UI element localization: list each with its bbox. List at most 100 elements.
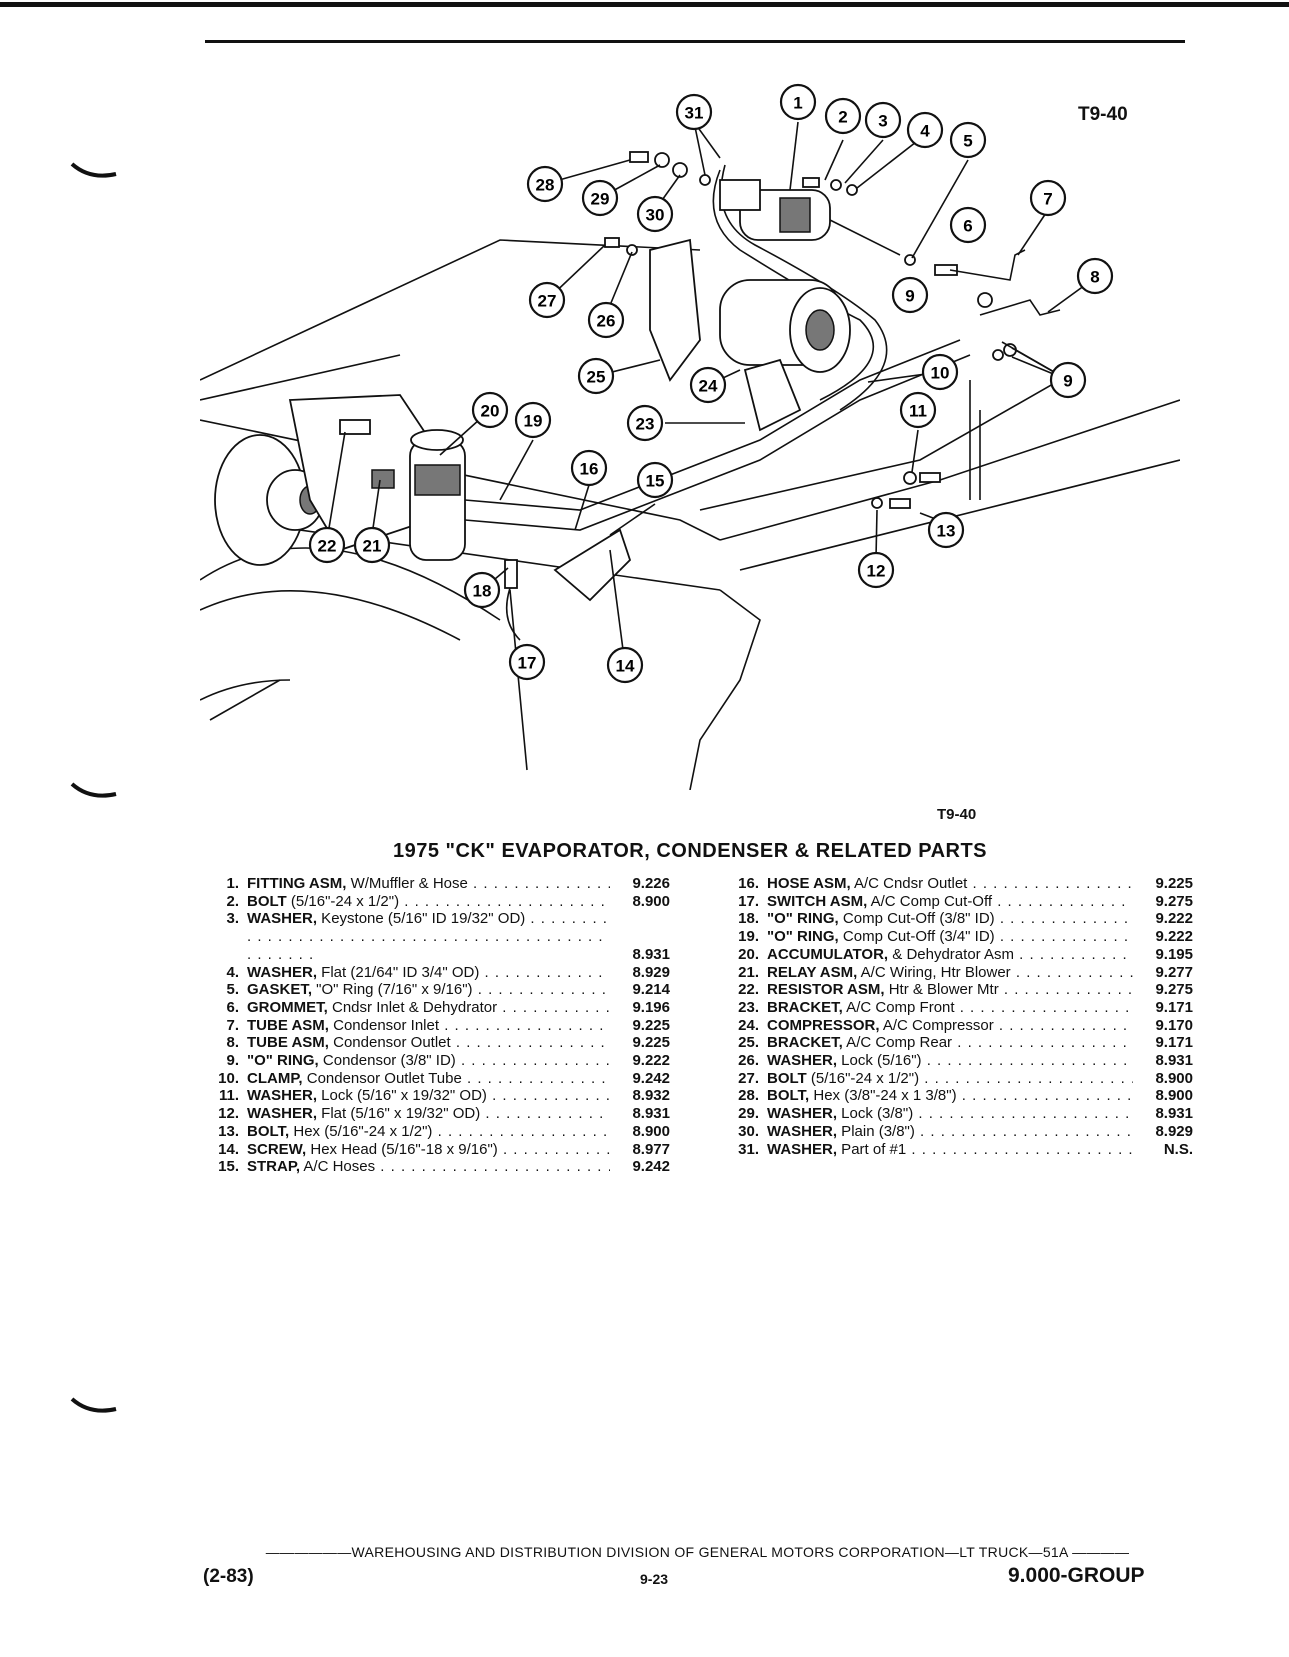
rear-bracket bbox=[649, 238, 701, 382]
callout-1: 1 bbox=[779, 83, 817, 121]
callout-19: 19 bbox=[514, 401, 552, 439]
part-name: "O" RING, bbox=[767, 910, 839, 928]
part-description: WASHER, Flat (21/64" ID 3/4" OD) bbox=[247, 964, 610, 982]
cutoff-switch bbox=[504, 559, 518, 589]
part-row: 24.COMPRESSOR, A/C Compressor9.170 bbox=[715, 1017, 1193, 1035]
callout-label: 4 bbox=[920, 122, 930, 141]
part-group-number: 9.277 bbox=[1155, 963, 1193, 981]
part-description: RESISTOR ASM, Htr & Blower Mtr bbox=[767, 981, 1133, 999]
dot-leader bbox=[473, 981, 610, 998]
part-group-number: 9.171 bbox=[1155, 998, 1193, 1016]
part-number: 25. bbox=[738, 1034, 759, 1052]
part-number: 24. bbox=[738, 1016, 759, 1034]
part-name: SCREW, bbox=[247, 1140, 307, 1158]
part-row: 17.SWITCH ASM, A/C Comp Cut-Off9.275 bbox=[715, 893, 1193, 911]
part-row: 30.WASHER, Plain (3/8")8.929 bbox=[715, 1123, 1193, 1141]
part-name: BOLT bbox=[247, 892, 287, 910]
callout-5: 5 bbox=[949, 121, 987, 159]
callout-14: 14 bbox=[606, 646, 644, 684]
dot-leader bbox=[498, 1141, 610, 1158]
part-number: 15. bbox=[218, 1158, 239, 1176]
accumulator bbox=[409, 429, 466, 561]
part-description: BOLT, Hex (3/8"-24 x 1 3/8") bbox=[767, 1087, 1133, 1105]
part-number: 22. bbox=[738, 981, 759, 999]
callout-9: 9 bbox=[1049, 361, 1087, 399]
part-name: ACCUMULATOR, bbox=[767, 945, 889, 963]
part-number: 21. bbox=[738, 963, 759, 981]
dot-leader bbox=[468, 875, 610, 892]
figure-id-caption: T9-40 bbox=[937, 806, 977, 823]
dot-leader bbox=[462, 1070, 610, 1087]
part-row: 1.FITTING ASM, W/Muffler & Hose9.226 bbox=[195, 875, 670, 893]
part-group-number: 9.226 bbox=[632, 875, 670, 892]
part-row: 13.BOLT, Hex (5/16"-24 x 1/2")8.900 bbox=[195, 1123, 670, 1141]
part-group-number: 9.225 bbox=[632, 1034, 670, 1052]
part-row: 12.WASHER, Flat (5/16" x 19/32" OD)8.931 bbox=[195, 1105, 670, 1123]
dot-leader bbox=[451, 1034, 610, 1051]
blower-housing bbox=[288, 394, 431, 552]
part-description: BOLT, Hex (5/16"-24 x 1/2") bbox=[247, 1123, 610, 1141]
part-group-number: 8.900 bbox=[1155, 1087, 1193, 1105]
callout-24: 24 bbox=[689, 366, 727, 404]
callout-label: 3 bbox=[878, 112, 887, 131]
callout-9: 9 bbox=[891, 276, 929, 314]
callout-label: 26 bbox=[597, 312, 616, 331]
part-group-number: 9.195 bbox=[1155, 945, 1193, 963]
part-description: TUBE ASM, Condensor Inlet bbox=[247, 1017, 610, 1035]
part-number: 30. bbox=[738, 1122, 759, 1140]
part-number: 17. bbox=[738, 892, 759, 910]
part-detail: A/C Hoses bbox=[300, 1158, 376, 1176]
footer-rule-left: —————— bbox=[265, 1544, 352, 1560]
part-number: 27. bbox=[738, 1069, 759, 1087]
callout-11: 11 bbox=[899, 391, 937, 429]
page-number: 9-23 bbox=[640, 1571, 669, 1587]
callout-18: 18 bbox=[463, 571, 501, 609]
part-name: "O" RING, bbox=[767, 928, 839, 946]
part-description: BRACKET, A/C Comp Front bbox=[767, 999, 1133, 1017]
dot-leader bbox=[456, 1052, 610, 1069]
dot-leader bbox=[906, 1141, 1133, 1158]
part-detail: A/C Comp Front bbox=[842, 998, 955, 1016]
part-group-number: N.S. bbox=[1163, 1140, 1193, 1158]
part-description: WASHER, Lock (3/8") bbox=[767, 1105, 1133, 1123]
part-name: RESISTOR ASM, bbox=[767, 981, 885, 999]
part-group-number: 8.931 bbox=[1155, 1052, 1193, 1070]
part-detail: Keystone (5/16" ID 19/32" OD) bbox=[317, 910, 526, 928]
part-name: BRACKET, bbox=[767, 998, 843, 1016]
part-row: 2.BOLT (5/16"-24 x 1/2")8.900 bbox=[195, 893, 670, 911]
callout-22: 22 bbox=[308, 526, 346, 564]
dot-leader bbox=[497, 999, 610, 1016]
part-group-number: 9.275 bbox=[1155, 981, 1193, 999]
callout-3: 3 bbox=[864, 101, 902, 139]
callout-21: 21 bbox=[353, 526, 391, 564]
part-detail: Lock (3/8") bbox=[837, 1105, 914, 1123]
callout-25: 25 bbox=[577, 357, 615, 395]
part-name: BOLT bbox=[767, 1069, 807, 1087]
callout-label: 22 bbox=[318, 537, 337, 556]
part-group-number: 9.225 bbox=[1155, 875, 1193, 892]
part-row: 7.TUBE ASM, Condensor Inlet9.225 bbox=[195, 1017, 670, 1035]
callout-label: 19 bbox=[524, 412, 543, 431]
part-name: HOSE ASM, bbox=[767, 875, 851, 892]
part-description: BOLT (5/16"-24 x 1/2") bbox=[767, 1070, 1133, 1088]
part-group-number: 9.196 bbox=[632, 998, 670, 1016]
part-number: 6. bbox=[226, 998, 239, 1016]
callout-label: 11 bbox=[909, 402, 927, 421]
part-name: GASKET, bbox=[247, 981, 313, 999]
part-description: STRAP, A/C Hoses bbox=[247, 1158, 610, 1176]
callout-label: 14 bbox=[616, 657, 635, 676]
callout-label: 9 bbox=[1063, 372, 1072, 391]
part-number: 16. bbox=[738, 875, 759, 892]
part-number: 23. bbox=[738, 998, 759, 1016]
part-number: 9. bbox=[226, 1052, 239, 1070]
callout-label: 24 bbox=[699, 377, 718, 396]
top-rule bbox=[0, 2, 1289, 7]
footer-group: 9.000-GROUP bbox=[1008, 1564, 1145, 1587]
part-group-number: 9.222 bbox=[632, 1052, 670, 1070]
part-description: GROMMET, Cndsr Inlet & Dehydrator bbox=[247, 999, 610, 1017]
part-row: 26.WASHER, Lock (5/16")8.931 bbox=[715, 1052, 1193, 1070]
dot-leader bbox=[487, 1087, 610, 1104]
part-row: 31.WASHER, Part of #1N.S. bbox=[715, 1141, 1193, 1159]
callout-31: 31 bbox=[675, 93, 713, 131]
